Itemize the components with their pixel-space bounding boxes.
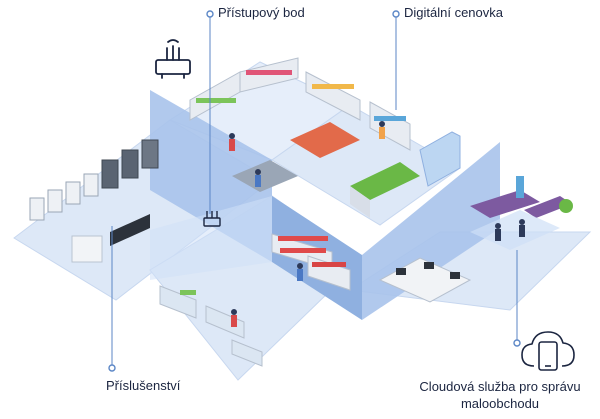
label-digital-price-tag: Digitální cenovka	[404, 5, 503, 20]
top-shelves	[189, 57, 411, 151]
fridges	[419, 131, 461, 187]
label-accessories: Příslušenství	[106, 378, 181, 393]
office-area	[378, 176, 573, 303]
label-cloud-service: Cloudová služba pro správu maloobchodu	[402, 378, 598, 412]
router-icon-small	[203, 211, 221, 227]
leader-lines	[111, 14, 518, 368]
label-cloud-line1: Cloudová služba pro správu	[419, 379, 581, 394]
appliances-area	[29, 139, 159, 221]
shelf-left	[71, 235, 103, 263]
label-cloud-line2: maloobchodu	[460, 396, 540, 411]
tv-display	[110, 214, 150, 246]
checkout-counter	[232, 160, 298, 192]
produce-stand-base	[350, 186, 370, 218]
produce-stand-green	[350, 162, 420, 200]
accessories-area	[159, 233, 351, 367]
shoppers	[229, 121, 525, 327]
leader-dots	[108, 10, 521, 372]
label-access-point: Přístupový bod	[218, 5, 305, 20]
produce-stand	[290, 122, 360, 158]
wall-glass	[150, 196, 272, 280]
cloud-phone-icon	[521, 331, 575, 371]
router-icon	[155, 39, 191, 79]
